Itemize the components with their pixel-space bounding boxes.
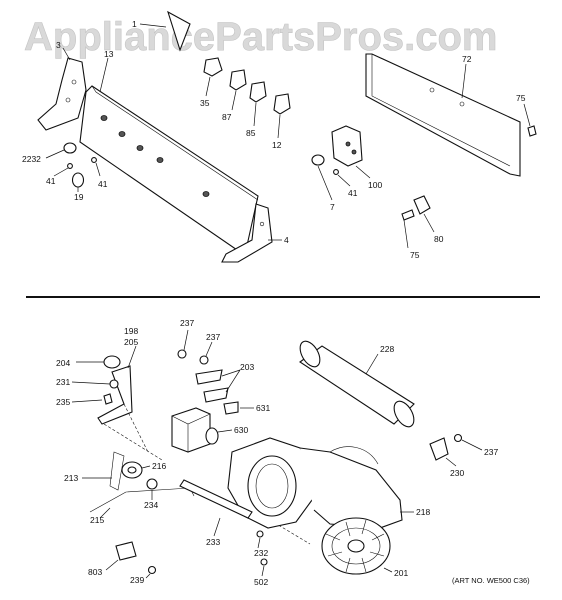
callout-631: 631 — [256, 403, 270, 413]
callout-201: 201 — [394, 568, 408, 578]
part-100-timer[interactable] — [331, 125, 371, 179]
callout-237-b: 237 — [206, 332, 220, 342]
part-228-exhaust-duct[interactable] — [296, 338, 418, 430]
part-203-clamps[interactable] — [195, 369, 241, 403]
part-218-blower-housing[interactable] — [227, 437, 414, 529]
callout-215: 215 — [90, 515, 104, 525]
part-3-end-bracket[interactable] — [37, 47, 87, 131]
callout-233: 233 — [206, 537, 220, 547]
callout-19: 19 — [74, 192, 84, 202]
part-7-knob[interactable] — [311, 154, 333, 201]
part-19-knob[interactable] — [71, 172, 85, 192]
callout-41-c: 41 — [348, 188, 358, 198]
callout-1: 1 — [132, 19, 137, 29]
guide-line-belt — [123, 403, 149, 453]
part-87-switch[interactable] — [229, 69, 247, 111]
callout-235: 235 — [56, 397, 70, 407]
part-233-bracket[interactable] — [179, 479, 253, 537]
part-41-knob-clip-b[interactable] — [91, 157, 101, 177]
callout-630: 630 — [234, 425, 248, 435]
callout-85: 85 — [246, 128, 256, 138]
part-12-switch[interactable] — [273, 93, 291, 139]
part-237-screw-c[interactable] — [453, 433, 483, 451]
part-2232-knob[interactable] — [45, 142, 77, 159]
watermark-text: AppliancePartsPros.com — [24, 15, 498, 59]
callout-218: 218 — [416, 507, 430, 517]
part-631-switch[interactable] — [223, 401, 254, 415]
part-502-screw[interactable] — [260, 558, 268, 577]
part-1-overlay[interactable] — [139, 10, 191, 52]
part-232-screw[interactable] — [256, 530, 264, 549]
part-803-wire-harness[interactable] — [105, 541, 137, 571]
part-215-spring[interactable] — [89, 487, 195, 519]
callout-12: 12 — [272, 140, 282, 150]
callout-87: 87 — [222, 112, 232, 122]
callout-232: 232 — [254, 548, 268, 558]
part-41-knob-clip-c[interactable] — [333, 169, 351, 187]
callout-213: 213 — [64, 473, 78, 483]
guide-line-motor — [103, 423, 163, 461]
part-72-back-panel[interactable] — [365, 53, 521, 177]
callout-230: 230 — [450, 468, 464, 478]
callout-35: 35 — [200, 98, 210, 108]
callout-4: 4 — [284, 235, 289, 245]
callout-41-b: 41 — [98, 179, 108, 189]
part-75-screw-b[interactable] — [401, 209, 415, 249]
part-216-pulley[interactable] — [121, 461, 151, 479]
part-13-control-panel[interactable] — [79, 57, 259, 253]
callout-72: 72 — [462, 54, 472, 64]
part-231-clip[interactable] — [71, 379, 119, 389]
part-230-thermostat[interactable] — [429, 437, 457, 467]
callout-7: 7 — [330, 202, 335, 212]
part-201-blower-wheel[interactable] — [321, 517, 393, 575]
part-80-switch[interactable] — [413, 195, 435, 233]
callout-204: 204 — [56, 358, 70, 368]
part-41-knob-clip-a[interactable] — [53, 163, 73, 177]
callout-239: 239 — [130, 575, 144, 585]
callout-237-c: 237 — [484, 447, 498, 457]
callout-2232: 2232 — [22, 154, 41, 164]
callout-803: 803 — [88, 567, 102, 577]
callout-41-a: 41 — [46, 176, 56, 186]
callout-75-b: 75 — [410, 250, 420, 260]
part-35-switch[interactable] — [203, 57, 223, 97]
part-75-screw-a[interactable] — [523, 103, 537, 137]
callout-231: 231 — [56, 377, 70, 387]
callout-80: 80 — [434, 234, 444, 244]
part-630-motor[interactable] — [171, 407, 233, 453]
callout-198: 198 — [124, 326, 138, 336]
art-number: (ART NO. WE500 C36) — [452, 576, 530, 585]
part-204-clamp[interactable] — [76, 355, 121, 369]
callout-502: 502 — [254, 577, 268, 587]
callout-3: 3 — [56, 40, 61, 50]
part-239-screw[interactable] — [145, 565, 157, 579]
callout-100: 100 — [368, 180, 382, 190]
part-4-end-bracket[interactable] — [221, 203, 282, 263]
part-237-screw-a[interactable] — [177, 329, 189, 359]
callout-203: 203 — [240, 362, 254, 372]
callout-13: 13 — [104, 49, 114, 59]
callout-205: 205 — [124, 337, 138, 347]
part-237-screw-b[interactable] — [199, 341, 213, 365]
callout-75-a: 75 — [516, 93, 526, 103]
part-235-screw[interactable] — [71, 393, 113, 405]
callout-234: 234 — [144, 500, 158, 510]
callout-216: 216 — [152, 461, 166, 471]
callout-228: 228 — [380, 344, 394, 354]
part-234-wheel[interactable] — [146, 478, 158, 500]
callout-237-a: 237 — [180, 318, 194, 328]
part-213-belt[interactable] — [82, 451, 125, 491]
part-85-switch[interactable] — [249, 81, 267, 127]
